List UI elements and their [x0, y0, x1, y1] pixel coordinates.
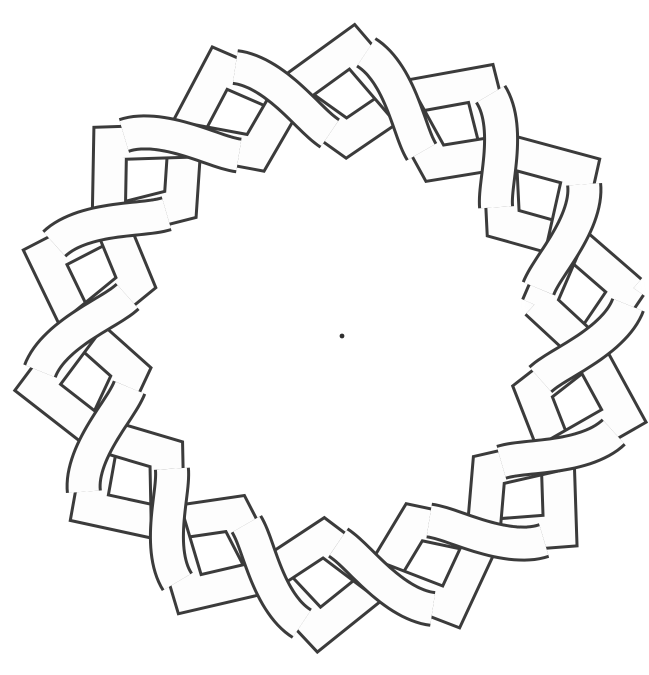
strand-1-crossing-over-body — [491, 94, 501, 207]
strand-2-crossing-over-body — [167, 469, 177, 582]
center-dot — [340, 334, 345, 339]
